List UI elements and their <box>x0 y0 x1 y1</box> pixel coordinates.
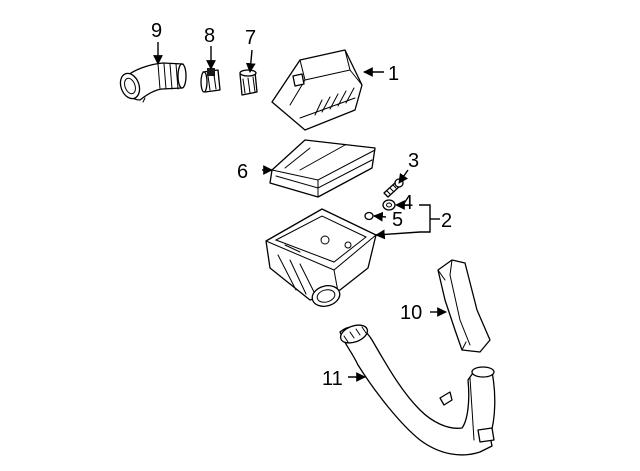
callout-10: 10 <box>400 302 422 324</box>
part-4-grommet[interactable] <box>382 199 396 211</box>
callout-1: 1 <box>388 63 399 85</box>
callout-2: 2 <box>441 210 452 232</box>
part-9-intake-duct[interactable] <box>117 62 187 103</box>
part-6-air-filter[interactable] <box>269 139 376 198</box>
part-11-outlet-tube[interactable] <box>338 322 496 456</box>
leader-lines <box>153 42 447 382</box>
part-1-air-cleaner-cover[interactable] <box>271 49 363 131</box>
callout-11: 11 <box>322 368 343 390</box>
callout-7: 7 <box>245 27 256 49</box>
callout-8: 8 <box>204 25 215 47</box>
callouts: 1 2 3 4 5 6 7 8 9 10 11 <box>151 20 452 390</box>
callout-6: 6 <box>237 161 248 183</box>
callout-9: 9 <box>151 20 162 42</box>
part-10-air-guide[interactable] <box>437 259 491 353</box>
part-7-coupler[interactable] <box>239 69 258 96</box>
part-5-washer[interactable] <box>364 211 374 221</box>
callout-4: 4 <box>402 192 413 214</box>
part-8-clamp[interactable] <box>200 68 221 93</box>
callout-5: 5 <box>392 209 403 231</box>
callout-3: 3 <box>408 150 419 172</box>
part-2-air-cleaner-housing[interactable] <box>265 208 377 309</box>
